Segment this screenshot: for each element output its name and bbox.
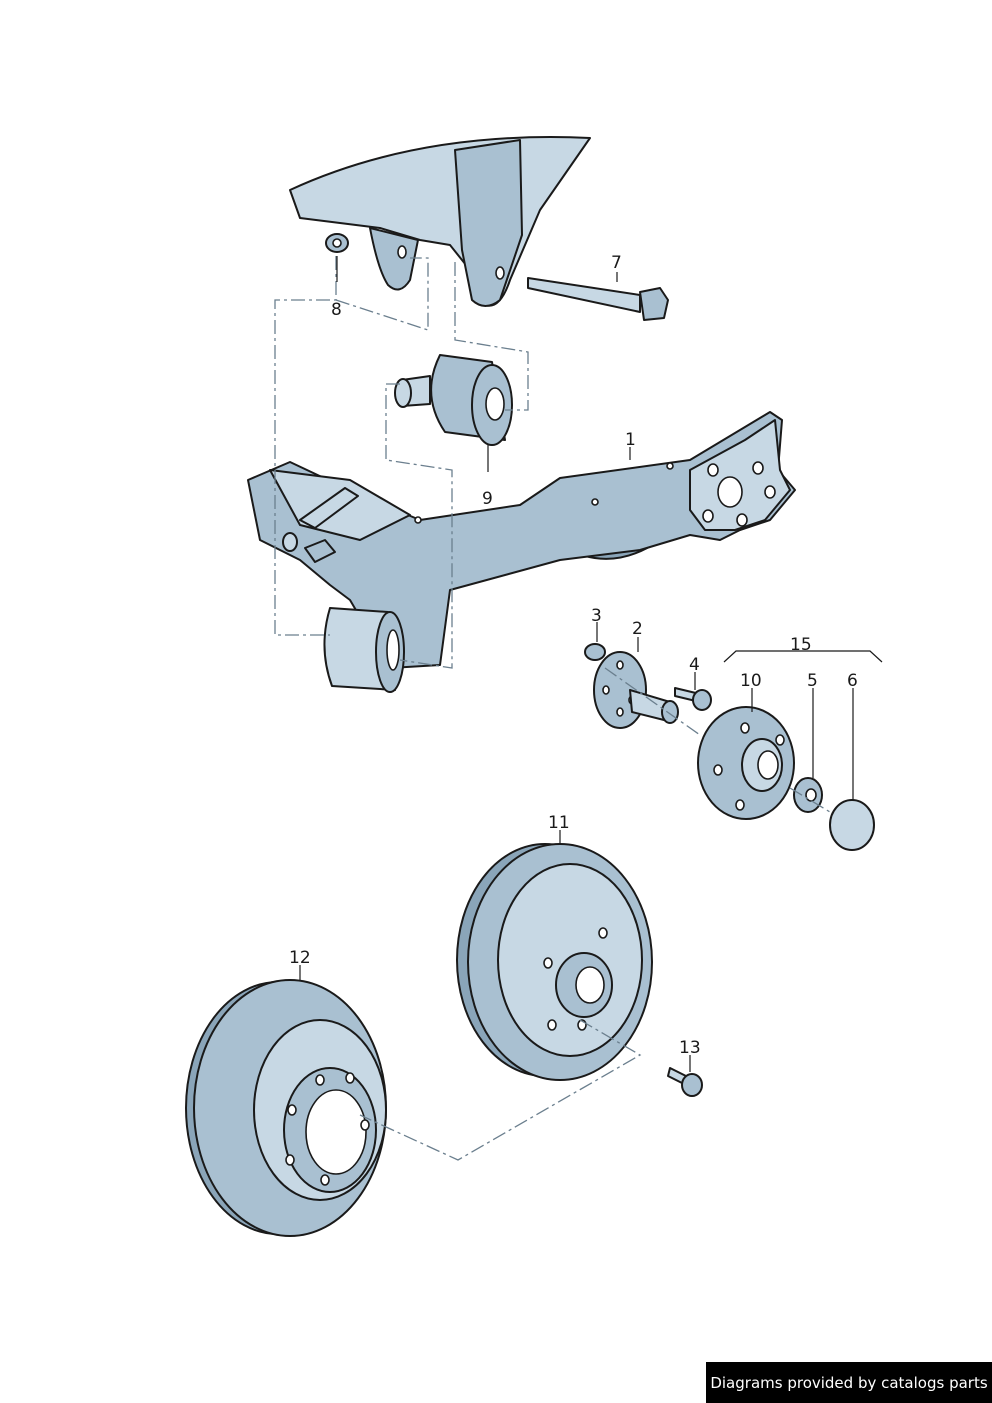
stub-axle-part-2: [593, 651, 679, 729]
hub-nut-part-5: [793, 777, 823, 813]
label-part-6: 6: [847, 671, 858, 691]
brake-disc-part-12: [185, 979, 387, 1237]
label-part-3: 3: [591, 606, 602, 626]
label-part-12: 12: [289, 948, 311, 968]
label-part-1: 1: [625, 430, 636, 450]
brake-drum-part-11: [456, 843, 653, 1081]
credit-banner: Diagrams provided by catalogs parts: [706, 1362, 992, 1403]
label-part-10: 10: [740, 671, 762, 691]
bushing-part-9: [394, 354, 513, 446]
bolt-part-7: [527, 277, 669, 321]
body-mount-bracket: [289, 136, 591, 307]
cap-part-3: [584, 643, 606, 661]
label-part-4: 4: [689, 655, 700, 675]
bolt-part-13: [667, 1067, 703, 1097]
label-part-5: 5: [807, 671, 818, 691]
part-labels: 1 2 3 4 5 6 7 8 9 10 11 12 13 15: [289, 253, 858, 1058]
label-part-15: 15: [790, 635, 812, 655]
wheel-hub-part-10: [697, 706, 795, 820]
label-part-13: 13: [679, 1038, 701, 1058]
bolt-part-4: [674, 687, 712, 711]
label-part-7: 7: [611, 253, 622, 273]
label-part-9: 9: [482, 489, 493, 509]
leader-lines: [299, 256, 883, 1072]
assembly-lines: [274, 256, 831, 1161]
label-part-2: 2: [632, 619, 643, 639]
grease-cap-part-6: [829, 799, 875, 851]
axle-beam-part-1: [247, 411, 796, 669]
label-part-11: 11: [548, 813, 570, 833]
label-part-8: 8: [331, 300, 342, 320]
nut-part-8: [325, 233, 349, 253]
axle-eye-bushing: [323, 607, 405, 693]
